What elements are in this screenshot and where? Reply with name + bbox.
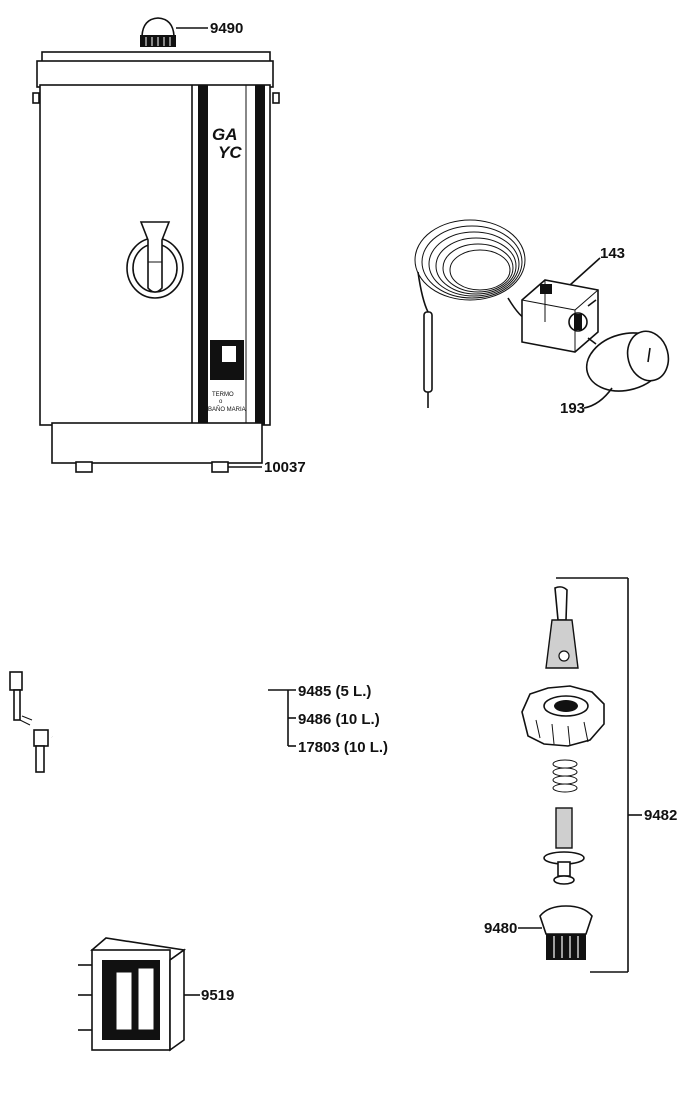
- tap-valve-stem: [543, 807, 585, 885]
- label-switch: 9519: [201, 987, 234, 1004]
- label-thermostat: 143: [600, 245, 625, 262]
- plate-text-3: BAÑO MARIA: [208, 406, 246, 413]
- boiler-left-handle: [32, 92, 40, 104]
- boiler-foot-left: [75, 461, 93, 473]
- thermostat-capillary-coil: [414, 219, 529, 321]
- tap-assembly-part: [521, 586, 605, 960]
- label-seal-5l: 9485 (5 L.): [298, 683, 371, 700]
- tap-gear-nut: [521, 685, 605, 747]
- label-seal-10l-a: 9486 (10 L.): [298, 711, 380, 728]
- boiler-lid: [36, 60, 274, 88]
- boiler-right-handle: [272, 92, 280, 104]
- thermostat-probe: [423, 311, 433, 393]
- thermostat-knob-part: [585, 330, 670, 392]
- label-tap-knob: 9480: [484, 920, 517, 937]
- boiler-tap: [126, 221, 184, 299]
- boiler-front-stripe: [198, 85, 208, 425]
- label-tap-assembly: 9482: [644, 807, 677, 824]
- label-top-knob: 9490: [210, 20, 243, 37]
- boiler-foot-right: [211, 461, 229, 473]
- lid-seal-part: [9, 590, 270, 773]
- plate-text-2: o: [219, 399, 223, 405]
- water-boiler-unit: GA YC TERMO o BAÑO MARIA: [32, 17, 280, 473]
- boiler-logo: GA YC: [212, 125, 242, 162]
- label-thermostat-knob: 193: [560, 400, 585, 417]
- tap-small-knob: [539, 905, 593, 960]
- label-seal-10l-b: 17803 (10 L.): [298, 739, 388, 756]
- logo-text-bottom: YC: [218, 143, 242, 162]
- thermostat-part: [414, 219, 599, 408]
- boiler-name-plate: TERMO o BAÑO MARIA: [208, 392, 246, 413]
- plate-text-1: TERMO: [212, 392, 234, 398]
- tap-spring: [552, 759, 578, 793]
- logo-text-top: GA: [212, 125, 238, 144]
- tap-lever: [545, 586, 579, 669]
- thermostat-body: [521, 279, 599, 353]
- boiler-base: [51, 422, 263, 464]
- top-knob-part: [140, 17, 176, 47]
- label-feet: 10037: [264, 459, 306, 476]
- rocker-switch-part: [78, 937, 187, 1052]
